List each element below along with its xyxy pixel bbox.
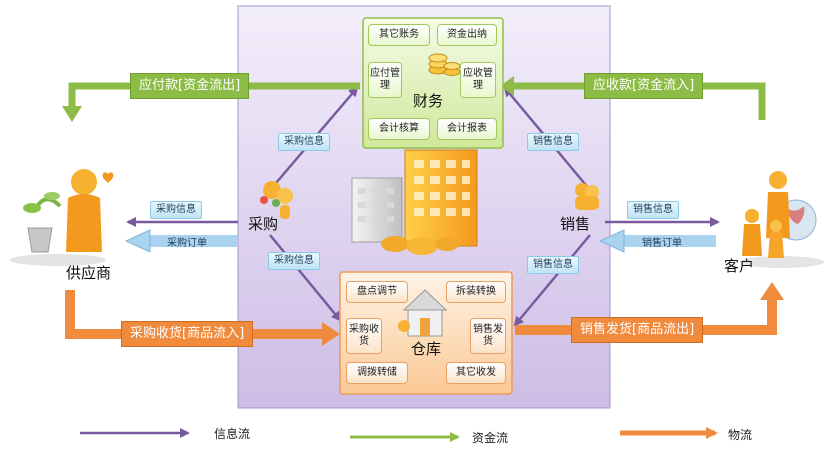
arrow-purchase-order-head — [124, 229, 151, 253]
warehouse-cell-other-io: 其它收发 — [446, 362, 506, 384]
banner-purchase-receipt: 采购收货[商品流入] — [121, 321, 254, 347]
finance-cell-receivables: 应收管理 — [460, 62, 496, 98]
banner-receivable: 应收款[资金流入] — [584, 73, 704, 99]
warehouse-cell-inventory-adjust: 盘点调节 — [346, 281, 408, 303]
customer-label: 客户 — [724, 257, 755, 275]
warehouse-title: 仓库 — [411, 340, 442, 358]
label-purchase-info-finance: 采购信息 — [278, 133, 330, 151]
buildings-icon — [351, 149, 478, 255]
sales-people-icon — [575, 183, 599, 210]
customer-figure-icon — [740, 171, 824, 268]
supplier-figure-icon — [10, 169, 114, 266]
warehouse-house-icon — [398, 289, 448, 337]
arrow-delivery-head — [760, 282, 784, 300]
supplier-label: 供应商 — [66, 264, 112, 282]
coins-icon — [428, 53, 461, 76]
label-sales-order: 销售订单 — [642, 238, 682, 249]
arrow-warehouse-to-sales — [513, 234, 591, 327]
label-purchase-info-supplier: 采购信息 — [150, 201, 202, 219]
label-sales-info-warehouse: 销售信息 — [527, 256, 579, 274]
banner-sales-delivery: 销售发货[商品流出] — [571, 317, 704, 343]
arrow-payable-shaft — [68, 82, 360, 110]
arrow-sales-order-head — [598, 229, 625, 253]
legend-fund-label: 资金流 — [472, 431, 509, 445]
banner-payable: 应付款[资金流出] — [130, 73, 250, 99]
arrow-purchase-to-warehouse — [269, 234, 342, 322]
warehouse-cell-transfer: 调拨转储 — [346, 362, 408, 384]
legend-goods-label: 物流 — [728, 428, 753, 442]
arrow-receivable-head — [500, 76, 514, 96]
label-sales-info-customer: 销售信息 — [627, 201, 679, 219]
warehouse-cell-sales-delivery: 销售发货 — [470, 318, 506, 354]
finance-cell-cashier: 资金出纳 — [437, 24, 497, 46]
warehouse-cell-purchase-receipt: 采购收货 — [346, 318, 382, 354]
label-purchase-info-warehouse: 采购信息 — [268, 252, 320, 270]
finance-cell-payables: 应付管理 — [368, 62, 402, 98]
sales-label: 销售 — [560, 215, 591, 233]
label-sales-info-finance: 销售信息 — [527, 133, 579, 151]
finance-box — [362, 17, 504, 149]
warehouse-cell-assembly: 拆装转换 — [446, 281, 506, 303]
arrow-payable-head — [62, 106, 82, 122]
finance-cell-other-accounts: 其它账务 — [368, 24, 430, 46]
purchase-people-icon — [260, 181, 293, 219]
label-purchase-order: 采购订单 — [167, 238, 207, 249]
finance-cell-accounting: 会计核算 — [368, 118, 430, 140]
finance-cell-reports: 会计报表 — [437, 118, 497, 140]
finance-title: 财务 — [413, 92, 444, 110]
arrow-receipt-head — [322, 322, 340, 346]
legend-info-label: 信息流 — [214, 427, 251, 441]
purchase-label: 采购 — [248, 215, 279, 233]
